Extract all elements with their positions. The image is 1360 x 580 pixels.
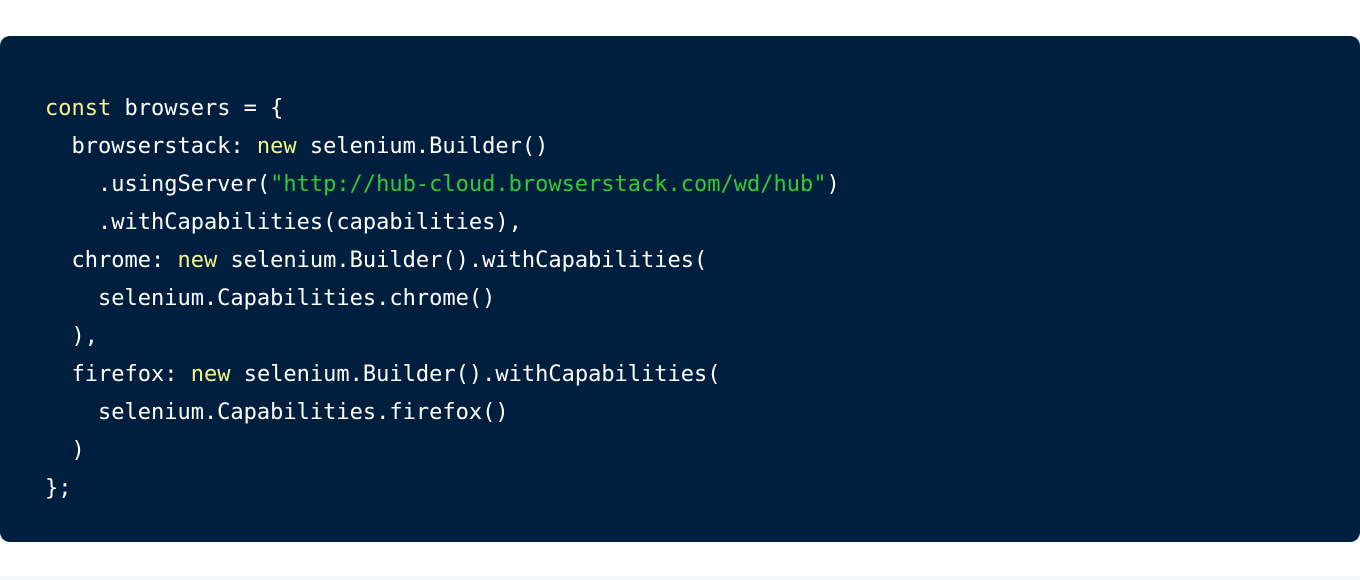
code-line: ), — [45, 324, 1360, 362]
code-token-plain: .usingServer( — [45, 172, 271, 197]
code-token-keyword: const — [45, 96, 112, 121]
code-line: firefox: new selenium.Builder().withCapa… — [45, 362, 1360, 400]
code-line: chrome: new selenium.Builder().withCapab… — [45, 248, 1360, 286]
code-line: selenium.Capabilities.firefox() — [45, 400, 1360, 438]
code-token-plain: chrome: — [45, 248, 178, 273]
code-line: .usingServer("http://hub-cloud.browserst… — [45, 172, 1360, 210]
code-line: ) — [45, 438, 1360, 476]
bottom-divider — [0, 576, 1360, 580]
code-token-keyword: new — [177, 248, 218, 273]
code-line: selenium.Capabilities.chrome() — [45, 286, 1360, 324]
code-token-plain: selenium.Builder() — [296, 134, 549, 159]
code-token-plain: }; — [45, 476, 72, 501]
code-token-plain: selenium.Builder().withCapabilities( — [217, 248, 708, 273]
code-token-keyword: new — [190, 362, 231, 387]
code-token-keyword: new — [256, 134, 297, 159]
code-line: const browsers = { — [45, 96, 1360, 134]
code-line: .withCapabilities(capabilities), — [45, 210, 1360, 248]
code-token-plain: selenium.Builder().withCapabilities( — [230, 362, 721, 387]
code-token-plain: selenium.Capabilities.firefox() — [45, 400, 509, 425]
code-token-plain: firefox: — [45, 362, 191, 387]
code-block: const browsers = { browserstack: new sel… — [0, 36, 1360, 542]
code-token-plain: ) — [45, 438, 85, 463]
code-token-plain: .withCapabilities(capabilities), — [45, 210, 522, 235]
code-token-plain: ) — [826, 172, 840, 197]
code-token-plain: browsers = { — [111, 96, 284, 121]
code-token-string: "http://hub-cloud.browserstack.com/wd/hu… — [270, 172, 827, 197]
code-token-plain: selenium.Capabilities.chrome() — [45, 286, 496, 311]
code-token-plain: browserstack: — [45, 134, 257, 159]
code-line: browserstack: new selenium.Builder() — [45, 134, 1360, 172]
code-line: }; — [45, 476, 1360, 514]
code-token-plain: ), — [45, 324, 98, 349]
